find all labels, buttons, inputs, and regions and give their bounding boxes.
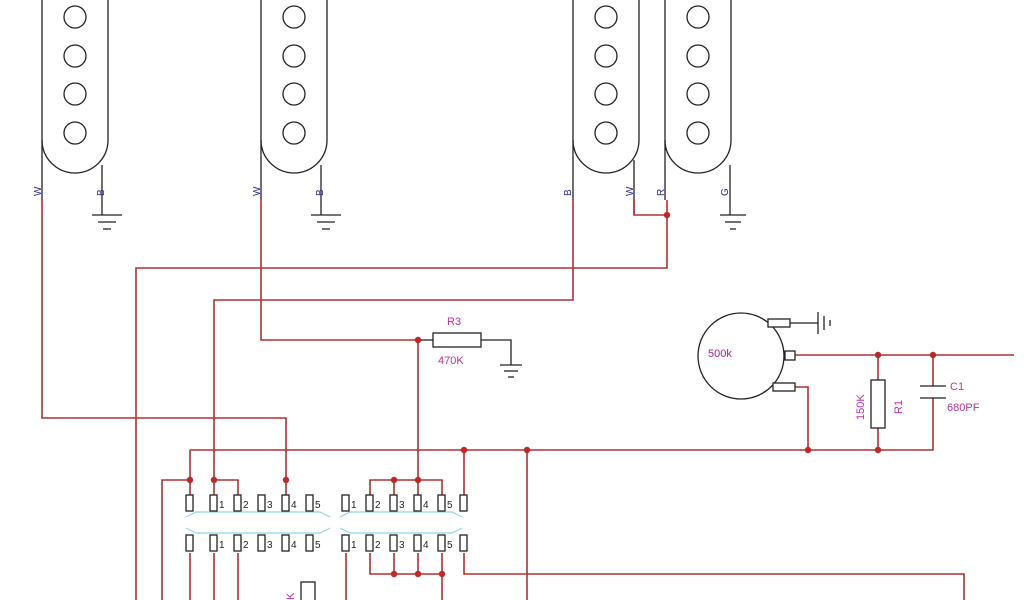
switch-right-bottom-pin-3: 3 [399, 540, 405, 551]
selector-switch [185, 494, 468, 600]
switch-left-bottom-pin-3: 3 [267, 540, 273, 551]
switch-right-top-pin-4: 4 [423, 500, 429, 511]
pickup-1 [41, 0, 109, 215]
switch-right-top-pin-5: 5 [447, 500, 453, 511]
wires [41, 200, 1014, 600]
capacitor-c1 [920, 385, 946, 399]
switch-left-top-pin-3: 3 [267, 500, 273, 511]
ground-icon [311, 214, 341, 230]
pickup-3-label-g: G [720, 188, 731, 196]
c1-value: 680PF [947, 402, 980, 414]
junction-dots [186, 211, 937, 578]
switch-right-bottom-pin-2: 2 [375, 540, 381, 551]
ground-icon [720, 214, 746, 230]
pickup-3-label-b: B [563, 189, 574, 196]
potentiometer [697, 312, 831, 400]
pot-value: 500k [708, 348, 732, 360]
switch-left-bottom-pin-4: 4 [291, 540, 297, 551]
switch-left-top-pin-5: 5 [315, 500, 321, 511]
switch-right-top-pin-2: 2 [375, 500, 381, 511]
pickup-2 [260, 0, 328, 215]
pickup-3-label-w: W [625, 186, 636, 196]
r1-value: 150K [855, 394, 867, 420]
pickup-1-label-b: B [96, 189, 107, 196]
switch-right-top-pin-3: 3 [399, 500, 405, 511]
r3-value: 470K [438, 355, 464, 367]
partial-component-label: K [285, 592, 297, 600]
pickup-3-label-r: R [656, 189, 667, 196]
switch-right-bottom-pin-5: 5 [447, 540, 453, 551]
switch-left-bottom-pin-1: 1 [219, 540, 225, 551]
switch-left-top-pin-2: 2 [243, 500, 249, 511]
switch-right-bottom-pin-4: 4 [423, 540, 429, 551]
switch-right-top-pin-1: 1 [351, 500, 357, 511]
pickup-3 [572, 0, 732, 215]
switch-left-bottom-pin-5: 5 [315, 540, 321, 551]
resistor-r1 [870, 379, 886, 429]
ground-icon [92, 214, 122, 230]
switch-left-bottom-pin-2: 2 [243, 540, 249, 551]
r3-name: R3 [447, 316, 461, 328]
pickup-1-label-w: W [33, 186, 44, 196]
r1-name: R1 [893, 400, 905, 414]
resistor-r3 [418, 332, 522, 378]
switch-right-bottom-pin-1: 1 [351, 540, 357, 551]
switch-left-top-pin-4: 4 [291, 500, 297, 511]
pickup-2-label-b: B [315, 189, 326, 196]
switch-left-top-pin-1: 1 [219, 500, 225, 511]
c1-name: C1 [950, 381, 964, 393]
pickup-2-label-w: W [252, 186, 263, 196]
